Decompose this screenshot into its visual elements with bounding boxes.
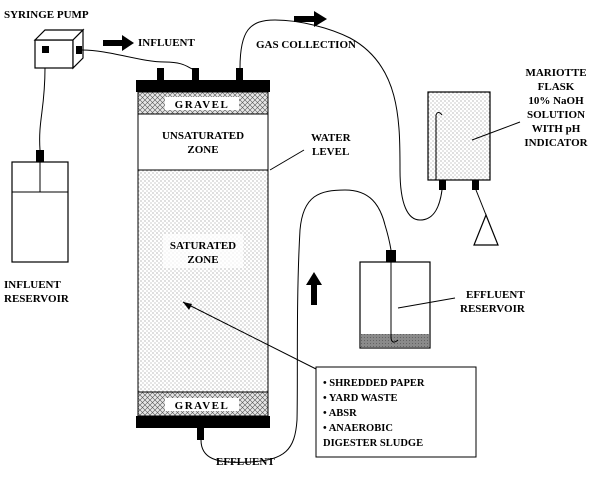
effluent-reservoir-pointer <box>397 297 456 309</box>
mariotte-flask <box>427 91 499 246</box>
influent-reservoir-label-line1: INFLUENT <box>4 279 62 291</box>
influent-label: INFLUENT <box>138 37 196 49</box>
mariotte-pointer <box>471 121 521 141</box>
top-port-left <box>157 68 164 81</box>
contents-item: • YARD WASTE <box>323 393 397 404</box>
mariotte-label-line1: MARIOTTE <box>525 67 586 79</box>
gravel-top-label: GRAVEL <box>175 99 230 111</box>
mariotte-label-line4: SOLUTION <box>527 109 585 121</box>
tube-gas-collection <box>239 19 443 221</box>
mariotte-label-line2: FLASK <box>538 81 575 93</box>
column-bottom-cap <box>136 416 270 428</box>
saturated-zone-label-line1: SATURATED <box>170 240 236 252</box>
column-top-cap <box>136 80 270 92</box>
mariotte-label-line5: WITH pH <box>532 123 581 135</box>
tube-effluent <box>200 189 392 463</box>
outflow-funnel-icon <box>473 213 499 246</box>
effluent-label: EFFLUENT <box>216 456 275 468</box>
top-port-middle <box>192 68 199 81</box>
mariotte-label-line3: 10% NaOH <box>528 95 584 107</box>
effluent-reservoir-label-line2: RESERVOIR <box>460 303 526 315</box>
influent-reservoir-label-line2: RESERVOIR <box>4 293 70 305</box>
saturated-zone-label-bg <box>163 234 243 268</box>
syringe-pump <box>33 28 85 70</box>
contents-item: • ABSR <box>323 408 357 419</box>
mariotte-label-line6: INDICATOR <box>524 137 588 149</box>
effluent-reservoir <box>359 250 431 349</box>
saturated-zone-label-line2: ZONE <box>187 254 218 266</box>
water-level-label-line2: LEVEL <box>312 146 349 158</box>
water-level-pointer <box>269 149 305 171</box>
effluent-up-arrow-icon <box>306 272 322 305</box>
gravel-top-label-bg <box>165 97 239 110</box>
gravel-bottom-label-bg <box>165 398 239 411</box>
syringe-pump-label: SYRINGE PUMP <box>4 9 89 21</box>
bottom-port <box>197 428 204 440</box>
tube-pump-to-reservoir <box>39 67 46 151</box>
contents-pointer-head <box>183 302 192 310</box>
contents-item: • SHREDDED PAPER <box>323 378 425 389</box>
effluent-sludge-layer <box>361 334 429 347</box>
influent-arrow-icon <box>103 35 134 51</box>
gas-collection-label: GAS COLLECTION <box>256 39 356 51</box>
water-level-label-line1: WATER <box>311 132 352 144</box>
contents-item: • ANAEROBIC <box>323 423 393 434</box>
gravel-bottom-label: GRAVEL <box>175 400 230 412</box>
influent-reservoir <box>11 150 69 263</box>
contents-box <box>315 366 477 458</box>
effluent-reservoir-label-line1: EFFLUENT <box>466 289 525 301</box>
unsaturated-zone <box>137 113 269 171</box>
column: GRAVEL UNSATURATED ZONE SATURATED ZONE G… <box>136 68 270 440</box>
contents-item: DIGESTER SLUDGE <box>323 438 423 449</box>
unsaturated-zone-label-line1: UNSATURATED <box>162 130 244 142</box>
tube-pump-to-column <box>81 49 196 71</box>
contents-pointer <box>182 301 323 373</box>
top-port-right <box>236 68 243 81</box>
saturated-zone <box>137 169 269 393</box>
unsaturated-zone-label-line2: ZONE <box>187 144 218 156</box>
gas-arrow-icon <box>294 11 327 27</box>
